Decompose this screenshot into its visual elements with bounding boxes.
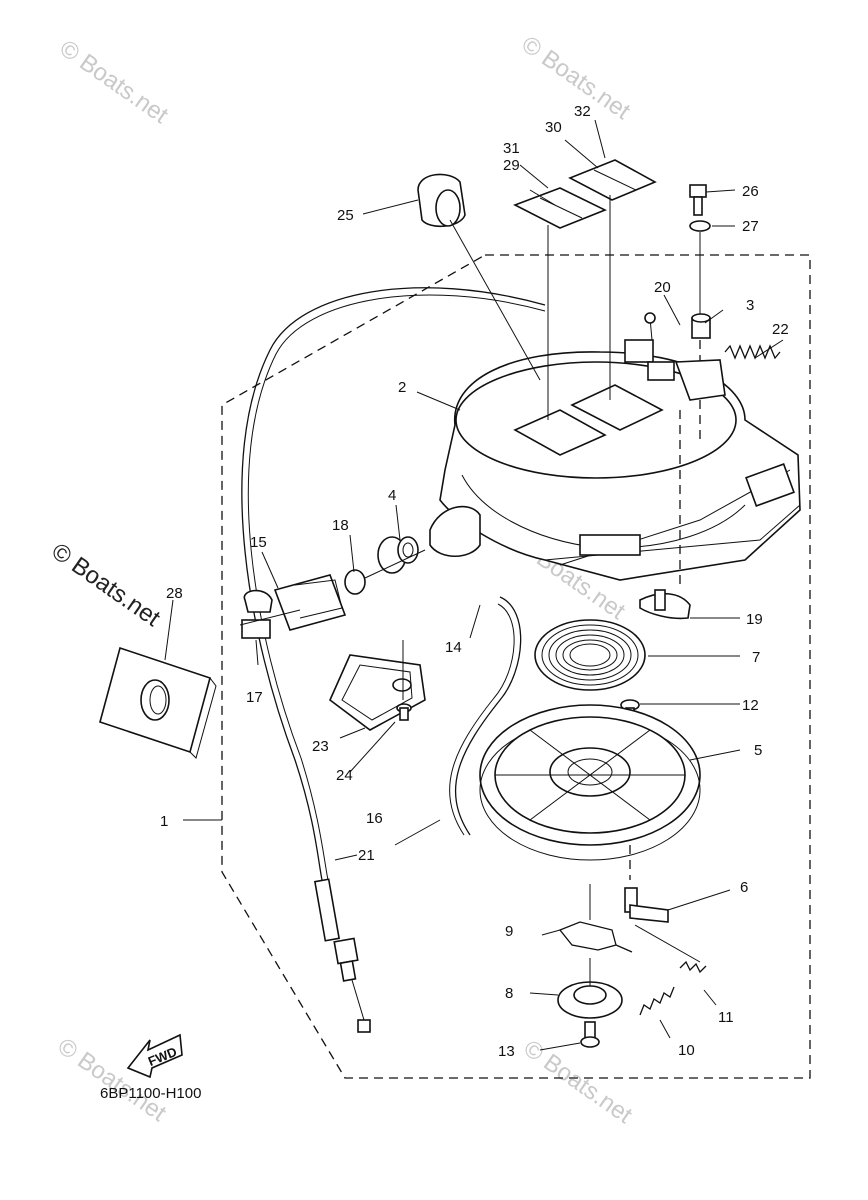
starter-cable xyxy=(241,287,546,881)
callout-19: 19 xyxy=(746,611,763,628)
callouts: 1 2 3 4 5 6 7 8 9 10 11 12 13 14 15 16 1… xyxy=(160,103,789,1060)
collar-3 xyxy=(691,313,711,339)
callout-29: 29 xyxy=(503,157,520,174)
callout-27: 27 xyxy=(742,218,759,235)
decal-30 xyxy=(570,384,664,431)
fwd-arrow-icon: FWD xyxy=(126,1033,183,1079)
rope-guide-18 xyxy=(344,549,426,595)
callout-5: 5 xyxy=(754,742,762,759)
callout-6: 6 xyxy=(740,879,748,896)
callout-17: 17 xyxy=(246,689,263,706)
bolt-13 xyxy=(580,1021,600,1048)
assembly-boundary xyxy=(221,254,811,1079)
callout-7: 7 xyxy=(752,649,760,666)
callout-22: 22 xyxy=(772,321,789,338)
leader-lines xyxy=(164,119,784,1051)
callout-21: 21 xyxy=(358,847,375,864)
callout-20: 20 xyxy=(654,279,671,296)
starter-case xyxy=(439,351,801,581)
grommet-4 xyxy=(377,536,419,574)
spring-10 xyxy=(639,986,675,1016)
friction-plate-8 xyxy=(557,958,623,1019)
watermark-dark: © Boats.net xyxy=(47,538,166,632)
bolt-26 xyxy=(689,184,707,216)
fwd-label: FWD xyxy=(146,1044,179,1069)
starter-handle-15 xyxy=(243,574,347,631)
washer-27 xyxy=(689,220,711,232)
callout-25: 25 xyxy=(337,207,354,224)
plate-28 xyxy=(99,646,217,759)
callout-30: 30 xyxy=(545,119,562,136)
callout-10: 10 xyxy=(678,1042,695,1059)
bracket-23 xyxy=(329,654,426,731)
decal-29 xyxy=(513,409,607,456)
callout-31: 31 xyxy=(503,140,520,157)
watermark-top-left: © Boats.net xyxy=(55,35,174,129)
starter-rope xyxy=(454,596,522,836)
cam-19 xyxy=(639,410,691,620)
callout-16: 16 xyxy=(366,810,383,827)
starter-rope-inner xyxy=(449,603,515,836)
drawing-code: 6BP1100-H100 xyxy=(100,1085,201,1102)
callout-15: 15 xyxy=(250,534,267,551)
starter-stopper xyxy=(624,312,726,401)
starter-cable-inner xyxy=(247,294,546,881)
callout-1: 1 xyxy=(160,813,168,830)
callout-11: 11 xyxy=(718,1009,734,1026)
friction-spring-9 xyxy=(558,921,633,953)
drive-pawl-6 xyxy=(624,887,669,923)
cable-end xyxy=(313,878,371,1033)
damper-grommet xyxy=(417,173,541,381)
spiral-spring-7 xyxy=(534,619,646,691)
decal-32-sheet xyxy=(568,159,657,201)
sheave-drum-5 xyxy=(479,704,701,861)
callout-32: 32 xyxy=(574,103,591,120)
callout-4: 4 xyxy=(388,487,396,504)
callout-3: 3 xyxy=(746,297,754,314)
callout-12: 12 xyxy=(742,697,759,714)
handle-clip-17 xyxy=(239,609,301,639)
case-outlet xyxy=(429,505,481,557)
watermark-bottom-right: © Boats.net xyxy=(519,1035,638,1129)
callout-13: 13 xyxy=(498,1043,515,1060)
callout-9: 9 xyxy=(505,923,513,940)
callout-23: 23 xyxy=(312,738,329,755)
callout-8: 8 xyxy=(505,985,513,1002)
return-spring-11 xyxy=(679,960,707,974)
callout-26: 26 xyxy=(742,183,759,200)
bolt-24 xyxy=(396,703,412,721)
callout-2: 2 xyxy=(398,379,406,396)
callout-14: 14 xyxy=(445,639,462,656)
callout-24: 24 xyxy=(336,767,353,784)
callout-28: 28 xyxy=(166,585,183,602)
callout-18: 18 xyxy=(332,517,349,534)
